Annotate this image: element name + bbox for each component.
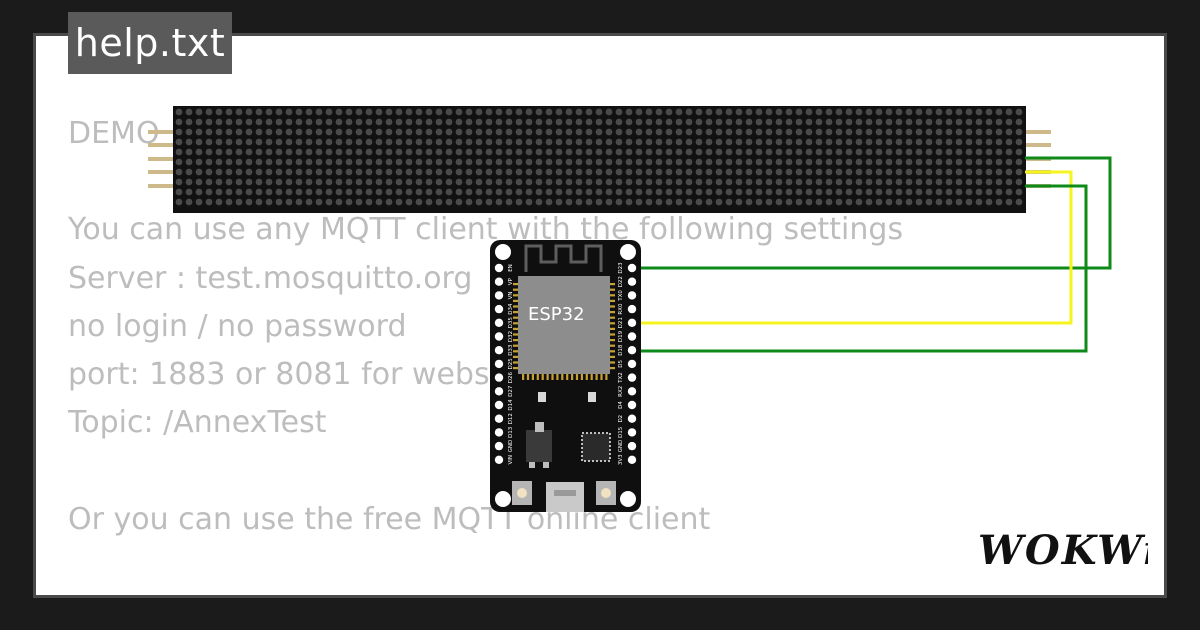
chip-pins	[513, 283, 615, 380]
boot-button[interactable]	[596, 481, 616, 505]
pin-label: D35	[508, 317, 514, 329]
wokwi-logo-text: WOKWi	[978, 527, 1148, 574]
help-line: Topic: /AnnexTest	[68, 405, 327, 441]
wire-green-top[interactable]	[630, 156, 1112, 270]
mounting-hole	[495, 244, 511, 260]
led-matrix[interactable]	[148, 106, 1051, 213]
pin-label: D21	[618, 317, 624, 328]
mounting-hole	[620, 491, 636, 507]
pin-label: TX0	[618, 290, 624, 302]
right-pin-labels: D23D22TX0RX0D21D19D18D5TX2RX2D4D2D15GND3…	[618, 262, 624, 465]
file-tab[interactable]: help.txt	[68, 12, 232, 74]
en-button[interactable]	[512, 481, 532, 505]
pin-label: D5	[618, 360, 624, 368]
help-line: You can use any MQTT client with the fol…	[68, 212, 904, 248]
esp32-board[interactable]: ESP32 ENVPVND34D35D32D33D25D26D27D14D12D…	[490, 240, 641, 512]
pin-label: D15	[618, 426, 624, 438]
usb-port-opening	[554, 490, 576, 496]
usb-port[interactable]	[546, 482, 584, 512]
pin-label: EN	[508, 264, 514, 272]
pin-label: GND	[618, 440, 624, 453]
wires	[630, 156, 1112, 353]
pin-label: TX2	[618, 372, 624, 384]
wokwi-logo[interactable]: WOKWi	[978, 524, 1148, 574]
pin-label: 3V3	[618, 454, 624, 465]
board-pins	[494, 263, 637, 464]
matrix-dots	[175, 108, 1023, 206]
pin-label: VIN	[508, 455, 514, 465]
pin-label: VP	[508, 277, 514, 285]
pin-label: D12	[508, 413, 514, 424]
mounting-hole	[620, 244, 636, 260]
pin-label: GND	[508, 440, 514, 453]
pin-label: RX2	[618, 386, 624, 397]
pin-label: D2	[618, 415, 624, 423]
file-tab-label: help.txt	[74, 21, 226, 65]
pin-label: D25	[508, 358, 514, 370]
pin-label: D13	[508, 426, 514, 438]
pin-label: D27	[508, 385, 514, 397]
wire-green-bottom[interactable]	[630, 184, 1088, 353]
matrix-left-pins	[148, 130, 174, 188]
pin-label: RX0	[618, 303, 624, 315]
pin-label: VN	[508, 291, 514, 299]
usb-uart-chip	[581, 432, 611, 462]
pin-label: D23	[618, 262, 624, 274]
antenna-trace	[524, 244, 603, 272]
pin-label: D18	[618, 344, 624, 356]
help-line: Server : test.mosquitto.org	[68, 260, 473, 296]
esp32-module	[518, 276, 610, 374]
pin-label: D19	[618, 330, 624, 342]
pin-label: D32	[508, 331, 514, 342]
pin-label: D14	[508, 399, 514, 411]
pin-label: D26	[508, 371, 514, 383]
voltage-regulator	[526, 422, 552, 468]
help-line: DEMO	[68, 116, 160, 151]
pin-label: D33	[508, 344, 514, 356]
smd-pad	[538, 392, 546, 402]
chip-label: ESP32	[528, 304, 585, 325]
mounting-hole	[495, 491, 511, 507]
pin-label: D4	[618, 401, 624, 409]
smd-pad	[588, 392, 596, 402]
pin-label: D22	[618, 276, 624, 287]
wire-yellow[interactable]	[630, 170, 1073, 325]
help-line: no login / no password	[68, 308, 407, 344]
pin-label: D34	[508, 303, 514, 315]
